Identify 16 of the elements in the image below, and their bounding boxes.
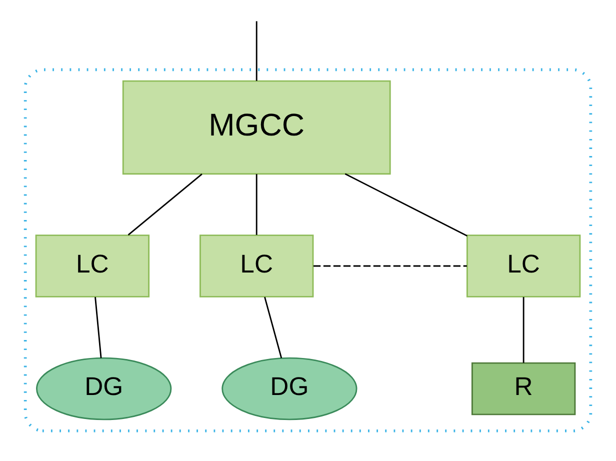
- cluster: [24, 68, 592, 432]
- connector: [313, 264, 467, 266]
- node-ellipse: DG: [222, 356, 358, 420]
- connector: [256, 20, 258, 80]
- node-box: MGCC: [122, 80, 391, 174]
- node-ellipse: DG: [36, 356, 172, 420]
- connector: [94, 296, 102, 358]
- node-box: LC: [466, 234, 581, 297]
- node-box: LC: [200, 234, 314, 297]
- connector: [128, 173, 202, 235]
- connector: [522, 296, 524, 362]
- node-box: LC: [35, 234, 150, 297]
- connector: [344, 172, 468, 236]
- node-box: R: [471, 362, 576, 415]
- connector: [264, 296, 282, 358]
- connector: [256, 174, 258, 234]
